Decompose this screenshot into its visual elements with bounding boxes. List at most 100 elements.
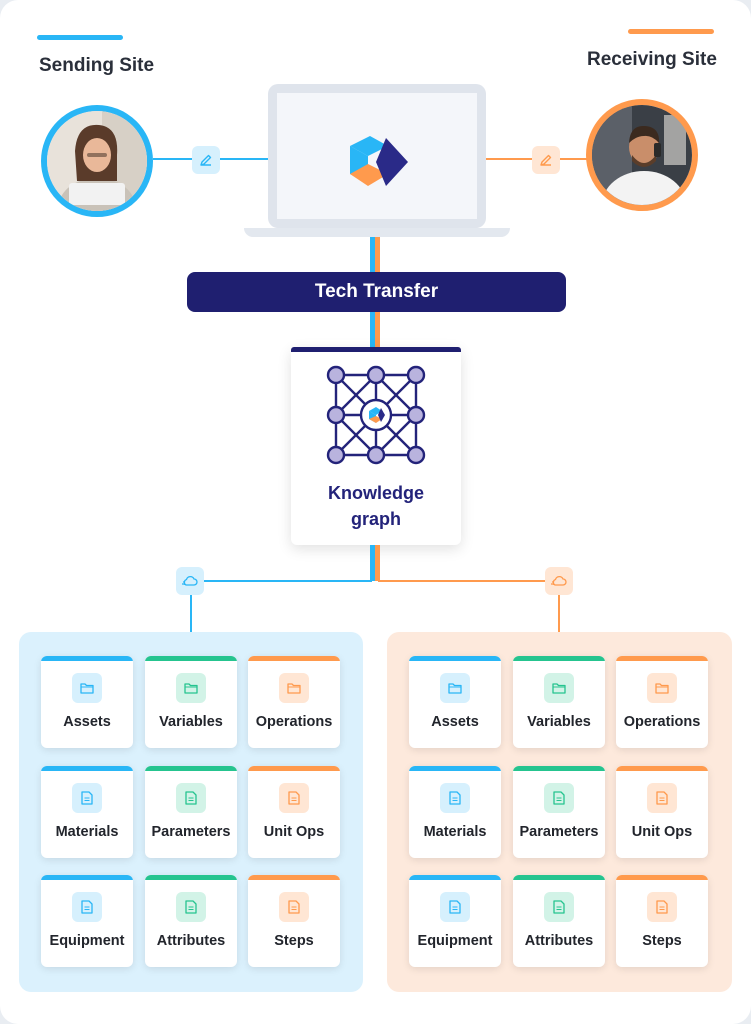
entity-card-attributes[interactable]: Attributes <box>145 875 237 967</box>
card-label: Attributes <box>156 933 226 949</box>
card-accent-bar <box>513 766 605 771</box>
folder-icon <box>72 673 102 703</box>
cube-logo <box>350 136 408 186</box>
stem-blue-middle <box>370 312 375 348</box>
tech-transfer-bar: Tech Transfer <box>187 272 566 312</box>
edit-icon <box>540 154 552 166</box>
card-label: Materials <box>55 824 119 840</box>
card-accent-bar <box>409 875 501 880</box>
card-label: Parameters <box>151 824 231 840</box>
card-label: Unit Ops <box>263 824 325 840</box>
document-icon <box>647 783 677 813</box>
card-accent-bar <box>145 656 237 661</box>
network-graph-icon <box>326 365 426 465</box>
document-icon <box>647 892 677 922</box>
cloud-sync-icon <box>182 575 198 586</box>
card-label: Unit Ops <box>631 824 693 840</box>
entity-card-unit-ops[interactable]: Unit Ops <box>616 766 708 858</box>
card-accent-bar <box>145 875 237 880</box>
stem-orange-upper <box>375 237 380 273</box>
edit-icon <box>200 154 212 166</box>
knowledge-graph-title: Knowledge graph <box>291 480 461 532</box>
receiving-sync-chip[interactable] <box>545 567 573 595</box>
card-label: Variables <box>159 714 223 730</box>
branch-orange-vertical <box>558 580 560 634</box>
stem-orange-middle <box>375 312 380 348</box>
sending-site-label: Sending Site <box>39 55 155 76</box>
entity-card-equipment[interactable]: Equipment <box>409 875 501 967</box>
entity-card-unit-ops[interactable]: Unit Ops <box>248 766 340 858</box>
card-accent-bar <box>616 875 708 880</box>
receiving-accent-bar <box>628 29 714 34</box>
stem-blue-lower <box>370 545 375 581</box>
card-label: Steps <box>642 933 682 949</box>
entity-card-variables[interactable]: Variables <box>513 656 605 748</box>
card-accent-bar <box>409 656 501 661</box>
branch-blue-vertical <box>190 580 192 634</box>
card-accent-bar <box>409 766 501 771</box>
knowledge-graph-top-bar <box>291 347 461 352</box>
card-accent-bar <box>248 656 340 661</box>
entity-card-variables[interactable]: Variables <box>145 656 237 748</box>
entity-card-operations[interactable]: Operations <box>616 656 708 748</box>
card-label: Operations <box>623 714 701 730</box>
entity-card-steps[interactable]: Steps <box>616 875 708 967</box>
entity-card-materials[interactable]: Materials <box>41 766 133 858</box>
card-accent-bar <box>248 766 340 771</box>
laptop-display <box>277 93 477 219</box>
receiving-edit-chip[interactable] <box>532 146 560 174</box>
card-label: Assets <box>431 714 479 730</box>
card-accent-bar <box>616 656 708 661</box>
cloud-sync-icon <box>551 575 567 586</box>
receiving-avatar <box>586 99 698 211</box>
stem-orange-lower <box>375 545 380 581</box>
entity-card-operations[interactable]: Operations <box>248 656 340 748</box>
entity-card-steps[interactable]: Steps <box>248 875 340 967</box>
document-icon <box>72 892 102 922</box>
folder-icon <box>544 673 574 703</box>
laptop-base <box>244 228 510 237</box>
card-label: Attributes <box>524 933 594 949</box>
card-accent-bar <box>41 766 133 771</box>
card-accent-bar <box>248 875 340 880</box>
card-accent-bar <box>145 766 237 771</box>
document-icon <box>544 783 574 813</box>
card-accent-bar <box>41 656 133 661</box>
entity-card-equipment[interactable]: Equipment <box>41 875 133 967</box>
card-accent-bar <box>616 766 708 771</box>
entity-card-attributes[interactable]: Attributes <box>513 875 605 967</box>
card-accent-bar <box>513 656 605 661</box>
sending-edit-chip[interactable] <box>192 146 220 174</box>
folder-icon <box>440 673 470 703</box>
document-icon <box>176 783 206 813</box>
card-label: Equipment <box>417 933 493 949</box>
stem-blue-upper <box>370 237 375 273</box>
document-icon <box>279 783 309 813</box>
document-icon <box>176 892 206 922</box>
knowledge-graph-title-line1: Knowledge <box>327 483 424 503</box>
entity-card-assets[interactable]: Assets <box>409 656 501 748</box>
document-icon <box>544 892 574 922</box>
knowledge-graph-card: Knowledge graph <box>291 347 461 545</box>
entity-card-materials[interactable]: Materials <box>409 766 501 858</box>
sending-avatar <box>41 105 153 217</box>
entity-card-parameters[interactable]: Parameters <box>513 766 605 858</box>
card-label: Equipment <box>49 933 125 949</box>
document-icon <box>440 892 470 922</box>
laptop-screen <box>268 84 486 228</box>
knowledge-graph-title-line2: graph <box>350 509 401 529</box>
entity-card-parameters[interactable]: Parameters <box>145 766 237 858</box>
card-accent-bar <box>513 875 605 880</box>
folder-icon <box>279 673 309 703</box>
sending-accent-bar <box>37 35 123 40</box>
card-label: Variables <box>527 714 591 730</box>
document-icon <box>72 783 102 813</box>
sending-sync-chip[interactable] <box>176 567 204 595</box>
folder-icon <box>647 673 677 703</box>
receiving-site-label: Receiving Site <box>587 49 717 70</box>
document-icon <box>440 783 470 813</box>
entity-card-assets[interactable]: Assets <box>41 656 133 748</box>
card-label: Parameters <box>519 824 599 840</box>
card-accent-bar <box>41 875 133 880</box>
